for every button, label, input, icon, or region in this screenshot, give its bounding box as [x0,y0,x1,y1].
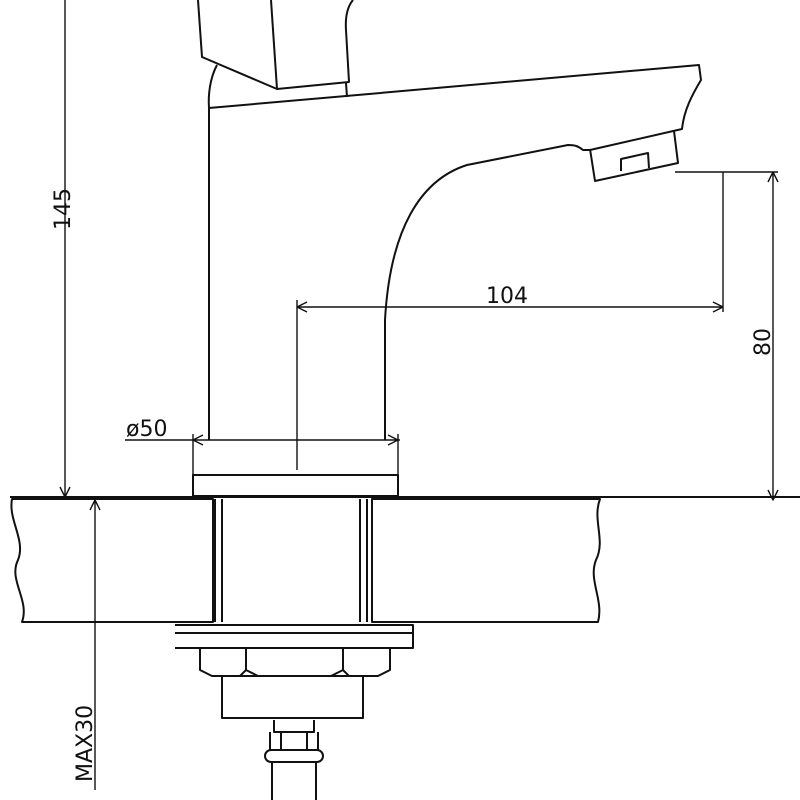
dimension-145: 145 [51,0,76,498]
dimension-label-104: 104 [486,284,528,309]
dimension-80: 80 [675,171,779,501]
base-flange [192,474,399,497]
dimension-104: 104 [296,172,724,470]
countertop [10,496,800,623]
dimension-label-max30: MAX30 [73,705,98,782]
dimension-max30: MAX30 [73,499,101,790]
dimension-label-145: 145 [51,188,76,230]
dimension-label-80: 80 [751,328,776,356]
dimension-diameter-50: ø50 [125,417,400,475]
mounting-hardware [175,624,414,800]
faucet-body [208,64,702,440]
dimension-label-diameter-50: ø50 [126,417,167,442]
handle [197,0,354,109]
